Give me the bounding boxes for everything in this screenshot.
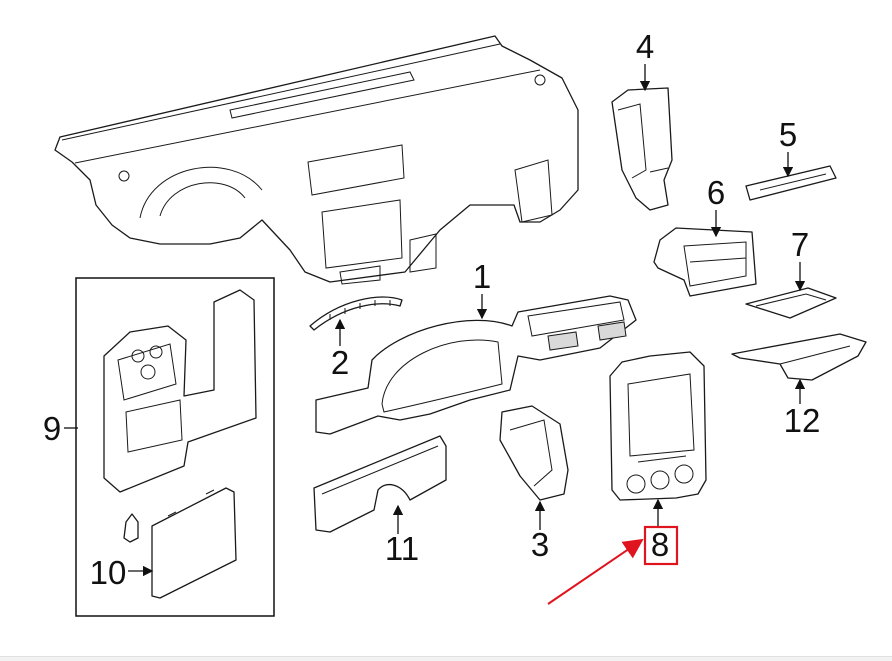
instrument-panel bbox=[54, 35, 579, 285]
callout-8: 8 bbox=[651, 526, 669, 563]
part-2-arc-trim bbox=[309, 296, 403, 331]
callout-labels: 1 2 3 4 5 6 7 8 9 10 11 12 bbox=[43, 28, 821, 591]
leader-lines bbox=[64, 64, 806, 577]
callout-11: 11 bbox=[385, 530, 419, 567]
callout-9: 9 bbox=[43, 410, 61, 447]
part-7-tray bbox=[745, 287, 837, 319]
highlight-box bbox=[643, 525, 679, 566]
callout-10: 10 bbox=[90, 554, 127, 591]
callout-6: 6 bbox=[707, 174, 725, 211]
callout-7: 7 bbox=[791, 226, 809, 263]
callout-1: 1 bbox=[473, 258, 491, 295]
part-12-tray bbox=[731, 333, 867, 381]
part-8-center-bezel bbox=[609, 351, 707, 501]
red-pointer-arrow bbox=[547, 538, 644, 605]
callout-2: 2 bbox=[331, 344, 349, 381]
part-11-lower-trim bbox=[313, 435, 447, 533]
part-5-trim bbox=[745, 165, 837, 201]
callout-4: 4 bbox=[636, 28, 654, 65]
part-6-bracket bbox=[653, 227, 757, 297]
part-10-cover bbox=[123, 487, 237, 599]
part-1-cluster-bezel bbox=[315, 295, 637, 435]
part-3-duct bbox=[499, 405, 569, 501]
bottom-strip bbox=[0, 656, 892, 661]
callout-12: 12 bbox=[784, 402, 821, 439]
callout-5: 5 bbox=[779, 116, 797, 153]
part-9-inset-box bbox=[75, 277, 275, 617]
part-4-duct bbox=[611, 87, 673, 211]
callout-3: 3 bbox=[531, 526, 549, 563]
